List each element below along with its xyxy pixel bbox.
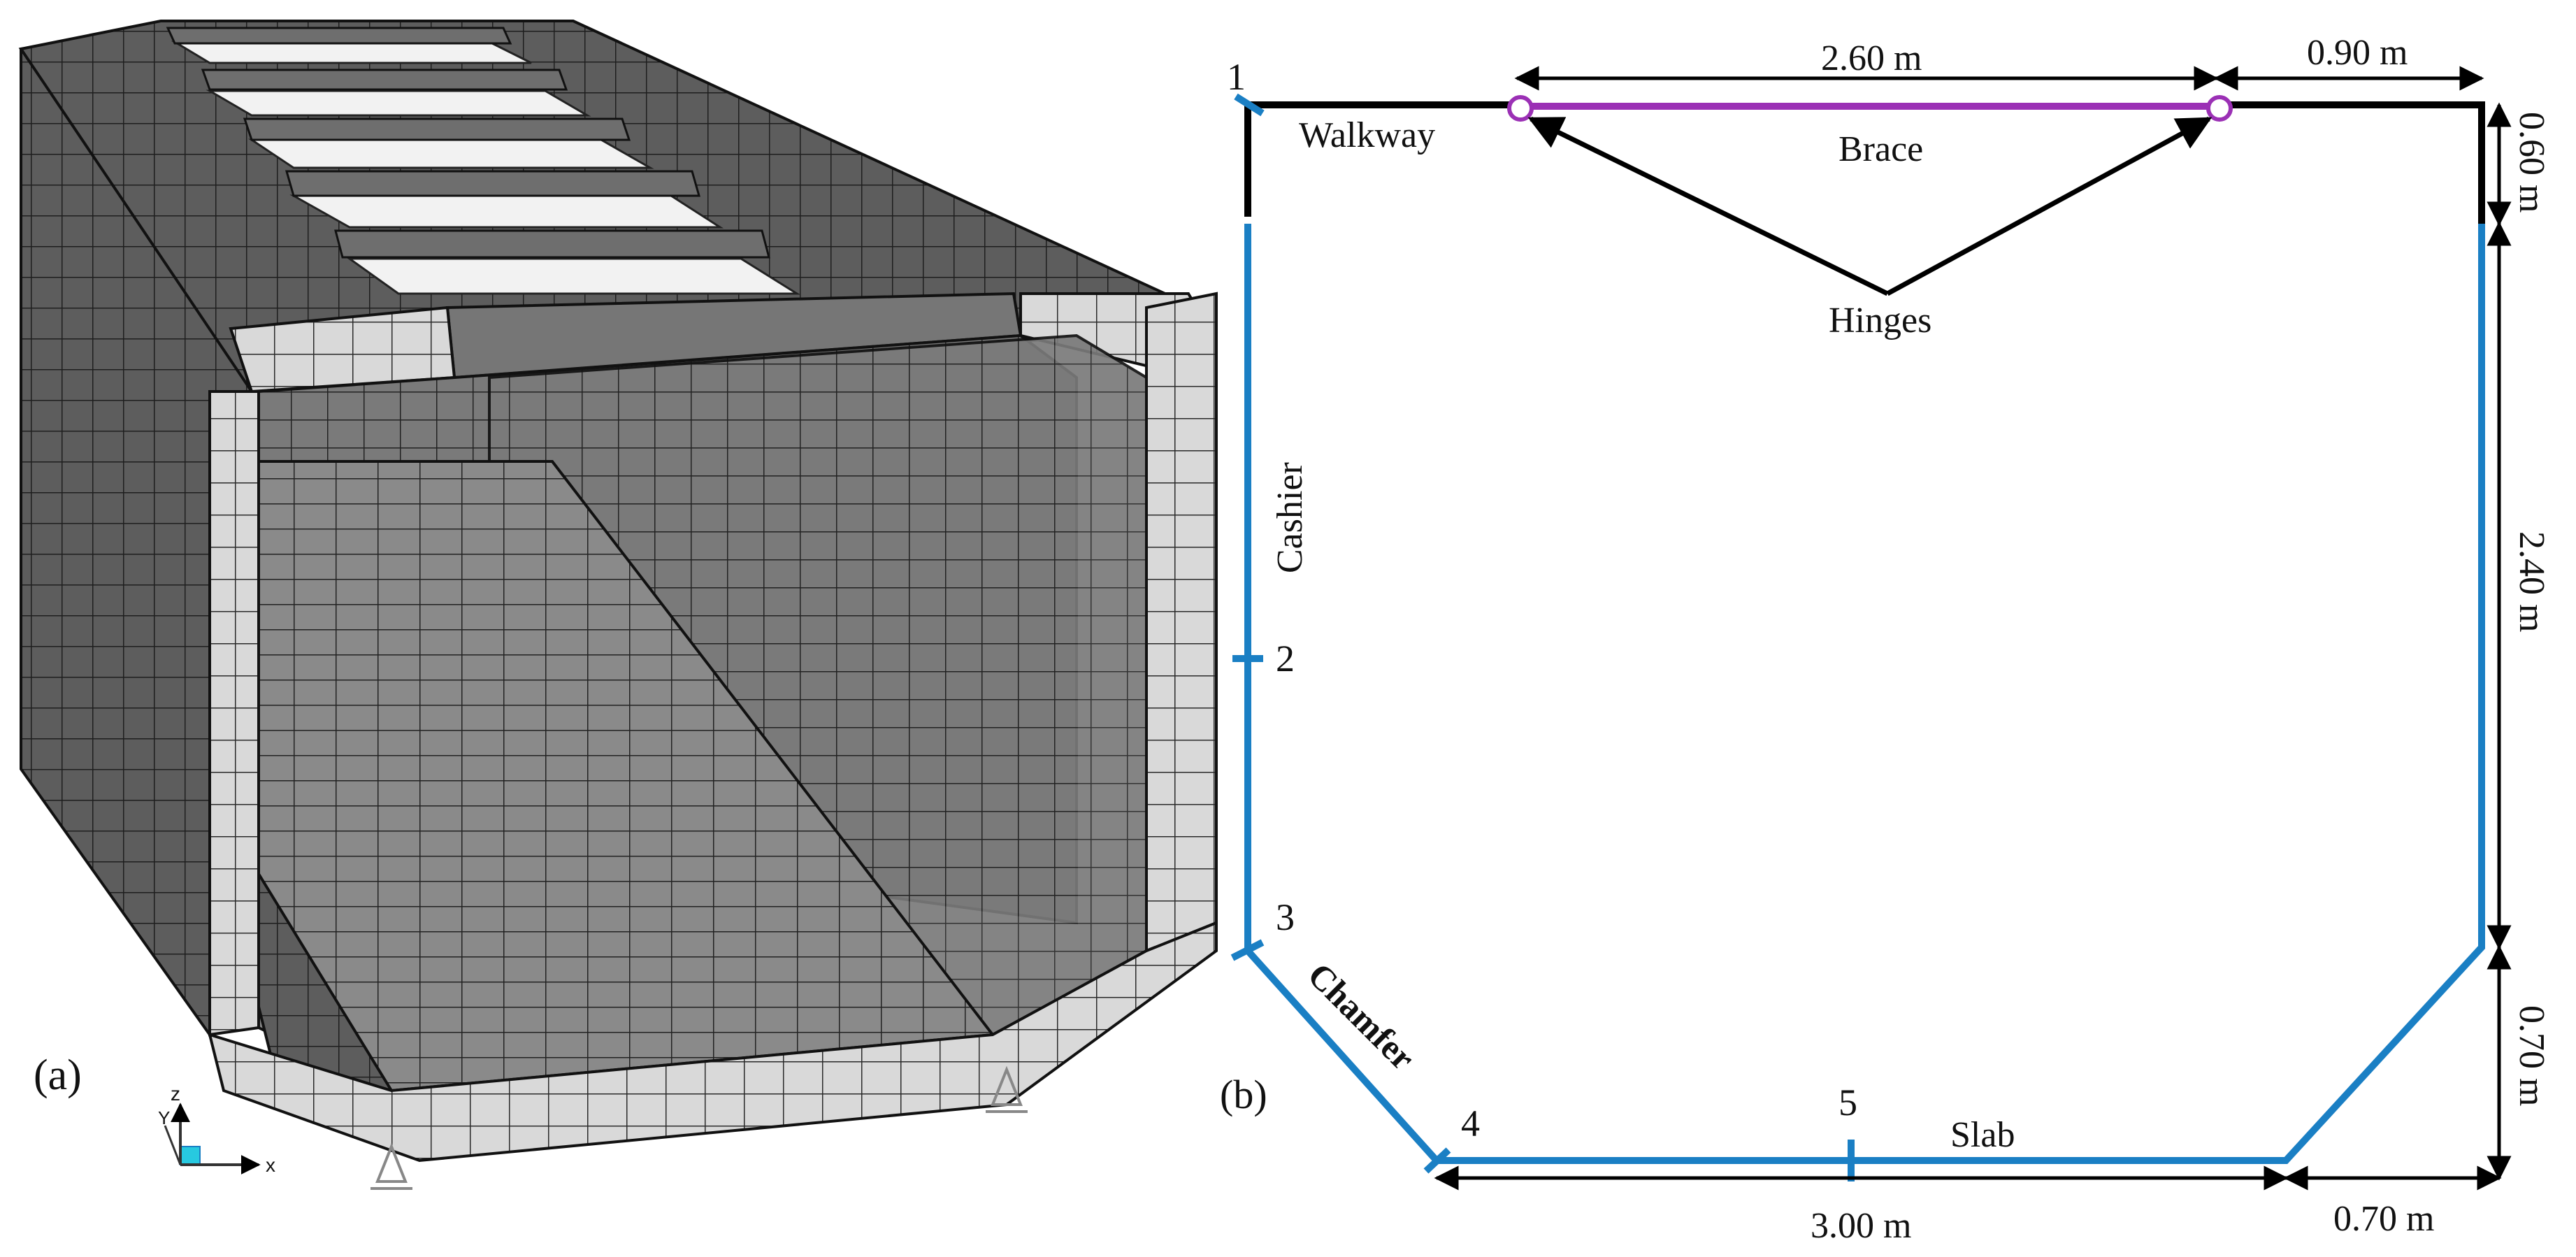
point-4-label: 4	[1461, 1102, 1480, 1144]
axis-triad: z Y x	[158, 1083, 275, 1176]
chamfer-label: Chamfer	[1300, 955, 1423, 1077]
hinge-left	[1507, 95, 1534, 122]
front-right-wall	[1145, 292, 1218, 953]
axis-x-label: x	[266, 1154, 275, 1176]
walkway-right	[2223, 101, 2485, 224]
slab-label: Slab	[1950, 1115, 2015, 1155]
section-wall	[1244, 224, 2485, 1164]
roof-braces	[166, 27, 1023, 380]
hinge-right	[2206, 95, 2233, 122]
roof-openings	[171, 41, 801, 295]
dim-bottom-right: 0.70 m	[2333, 1199, 2434, 1239]
dim-right-mid: 2.40 m	[2512, 531, 2552, 632]
dim-top-right: 0.90 m	[2307, 33, 2408, 73]
dimension-lines	[1434, 66, 2512, 1191]
point-2-label: 2	[1276, 638, 1295, 680]
point-1-label: 1	[1227, 56, 1246, 98]
point-3-label: 3	[1276, 896, 1295, 938]
brace-label: Brace	[1839, 129, 1923, 169]
support-left	[370, 1142, 412, 1190]
dim-right-top: 0.60 m	[2512, 112, 2552, 213]
panel-b-section	[1230, 93, 2485, 1181]
hinges-label: Hinges	[1829, 301, 1931, 340]
support-right	[986, 1065, 1028, 1113]
dim-bottom: 3.00 m	[1811, 1206, 1911, 1246]
point-5-label: 5	[1839, 1082, 1857, 1123]
cashier-label: Cashier	[1270, 462, 1310, 573]
dim-right-bottom: 0.70 m	[2512, 1005, 2552, 1106]
axis-y-label: Y	[158, 1107, 170, 1128]
walkway-label: Walkway	[1299, 115, 1435, 155]
dim-brace-span: 2.60 m	[1821, 38, 1922, 78]
front-left-wall	[208, 390, 260, 1037]
panel-a-label: (a)	[34, 1051, 82, 1099]
panel-b-label: (b)	[1220, 1072, 1267, 1117]
panel-a-model	[18, 20, 1218, 1190]
axis-z-label: z	[171, 1083, 180, 1105]
front-bottom-edge	[208, 921, 1218, 1163]
